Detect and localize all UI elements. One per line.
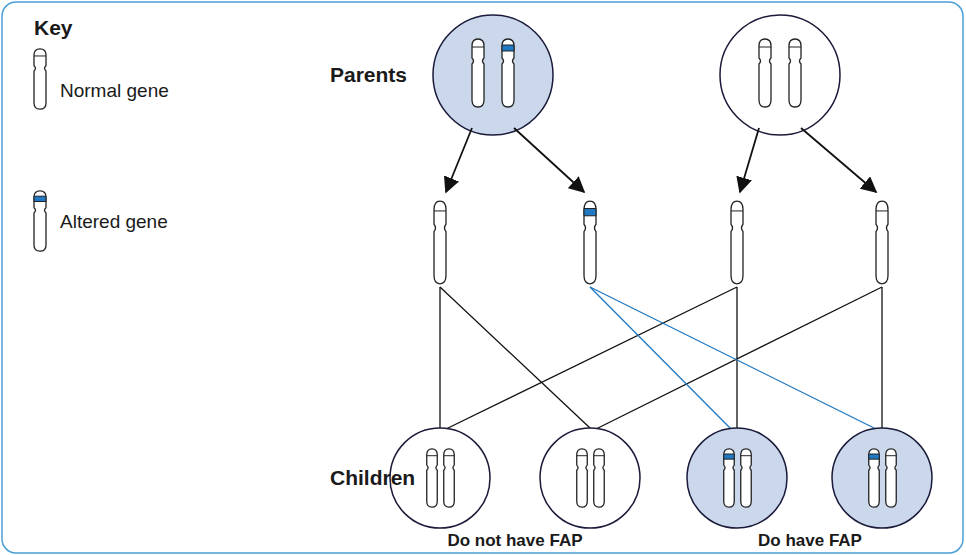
parent-circle [720,15,840,135]
chromosome [886,449,897,507]
child-circle [687,428,787,528]
legend-text: Normal gene [60,81,169,102]
chromosome [434,201,446,284]
chromosome [741,449,752,507]
chromosome [759,39,771,107]
altered-chromosome [869,449,880,507]
group-caption-box: Do have FAP [758,532,862,551]
legend-text: Altered gene [60,212,168,233]
inheritance-arrows [446,128,876,192]
chromosome [594,449,605,507]
parent-circle [433,15,553,135]
row-label-box: Parents [330,63,407,86]
group-caption-box: Do not have FAP [447,532,582,551]
key-heading: Key [34,16,73,39]
legend-entry: Normal gene [60,81,169,102]
chromosome [731,201,743,284]
child-circle [540,428,640,528]
chromosome [789,39,801,107]
altered-chromosome [724,449,735,507]
group-caption: Do not have FAP [447,532,582,551]
chromosome [472,39,484,107]
normal-gene-icon [34,49,46,109]
chromosome [577,449,588,507]
row-label: Parents [330,63,407,86]
chromosome [427,449,438,507]
child-circle [832,428,932,528]
altered-chromosome [584,201,596,284]
altered-chromosome [502,39,514,107]
key-heading-box: Key [34,16,73,39]
altered-inheritance-lines [590,287,876,429]
row-label-box: Children [330,466,415,489]
group-caption: Do have FAP [758,532,862,551]
chromosome [444,449,455,507]
row-label: Children [330,466,415,489]
inheritance-lines [440,287,882,429]
chromosome [876,201,888,284]
legend-entry: Altered gene [60,212,168,233]
altered-gene-icon [34,191,46,251]
